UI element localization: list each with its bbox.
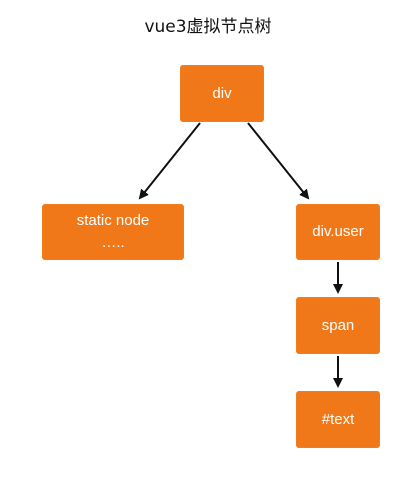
node-static-node: static node ….. — [43, 205, 183, 259]
node-static-node-label: static node — [76, 212, 150, 229]
node-div-user: div.user — [297, 205, 379, 259]
diagram-title: vue3虚拟节点树 — [144, 17, 272, 37]
edge-div-to-static-node — [138, 122, 201, 200]
node-span: span — [297, 298, 379, 353]
node-static-node-ellipsis: ….. — [101, 234, 125, 251]
node-div-user-label: div.user — [312, 223, 364, 240]
node-div-label: div — [212, 84, 232, 102]
node-span-label: span — [321, 316, 355, 334]
node-text-label: #text — [321, 410, 355, 428]
edge-div-to-div-user — [247, 122, 310, 200]
node-div: div — [181, 66, 263, 121]
node-text: #text — [297, 392, 379, 447]
